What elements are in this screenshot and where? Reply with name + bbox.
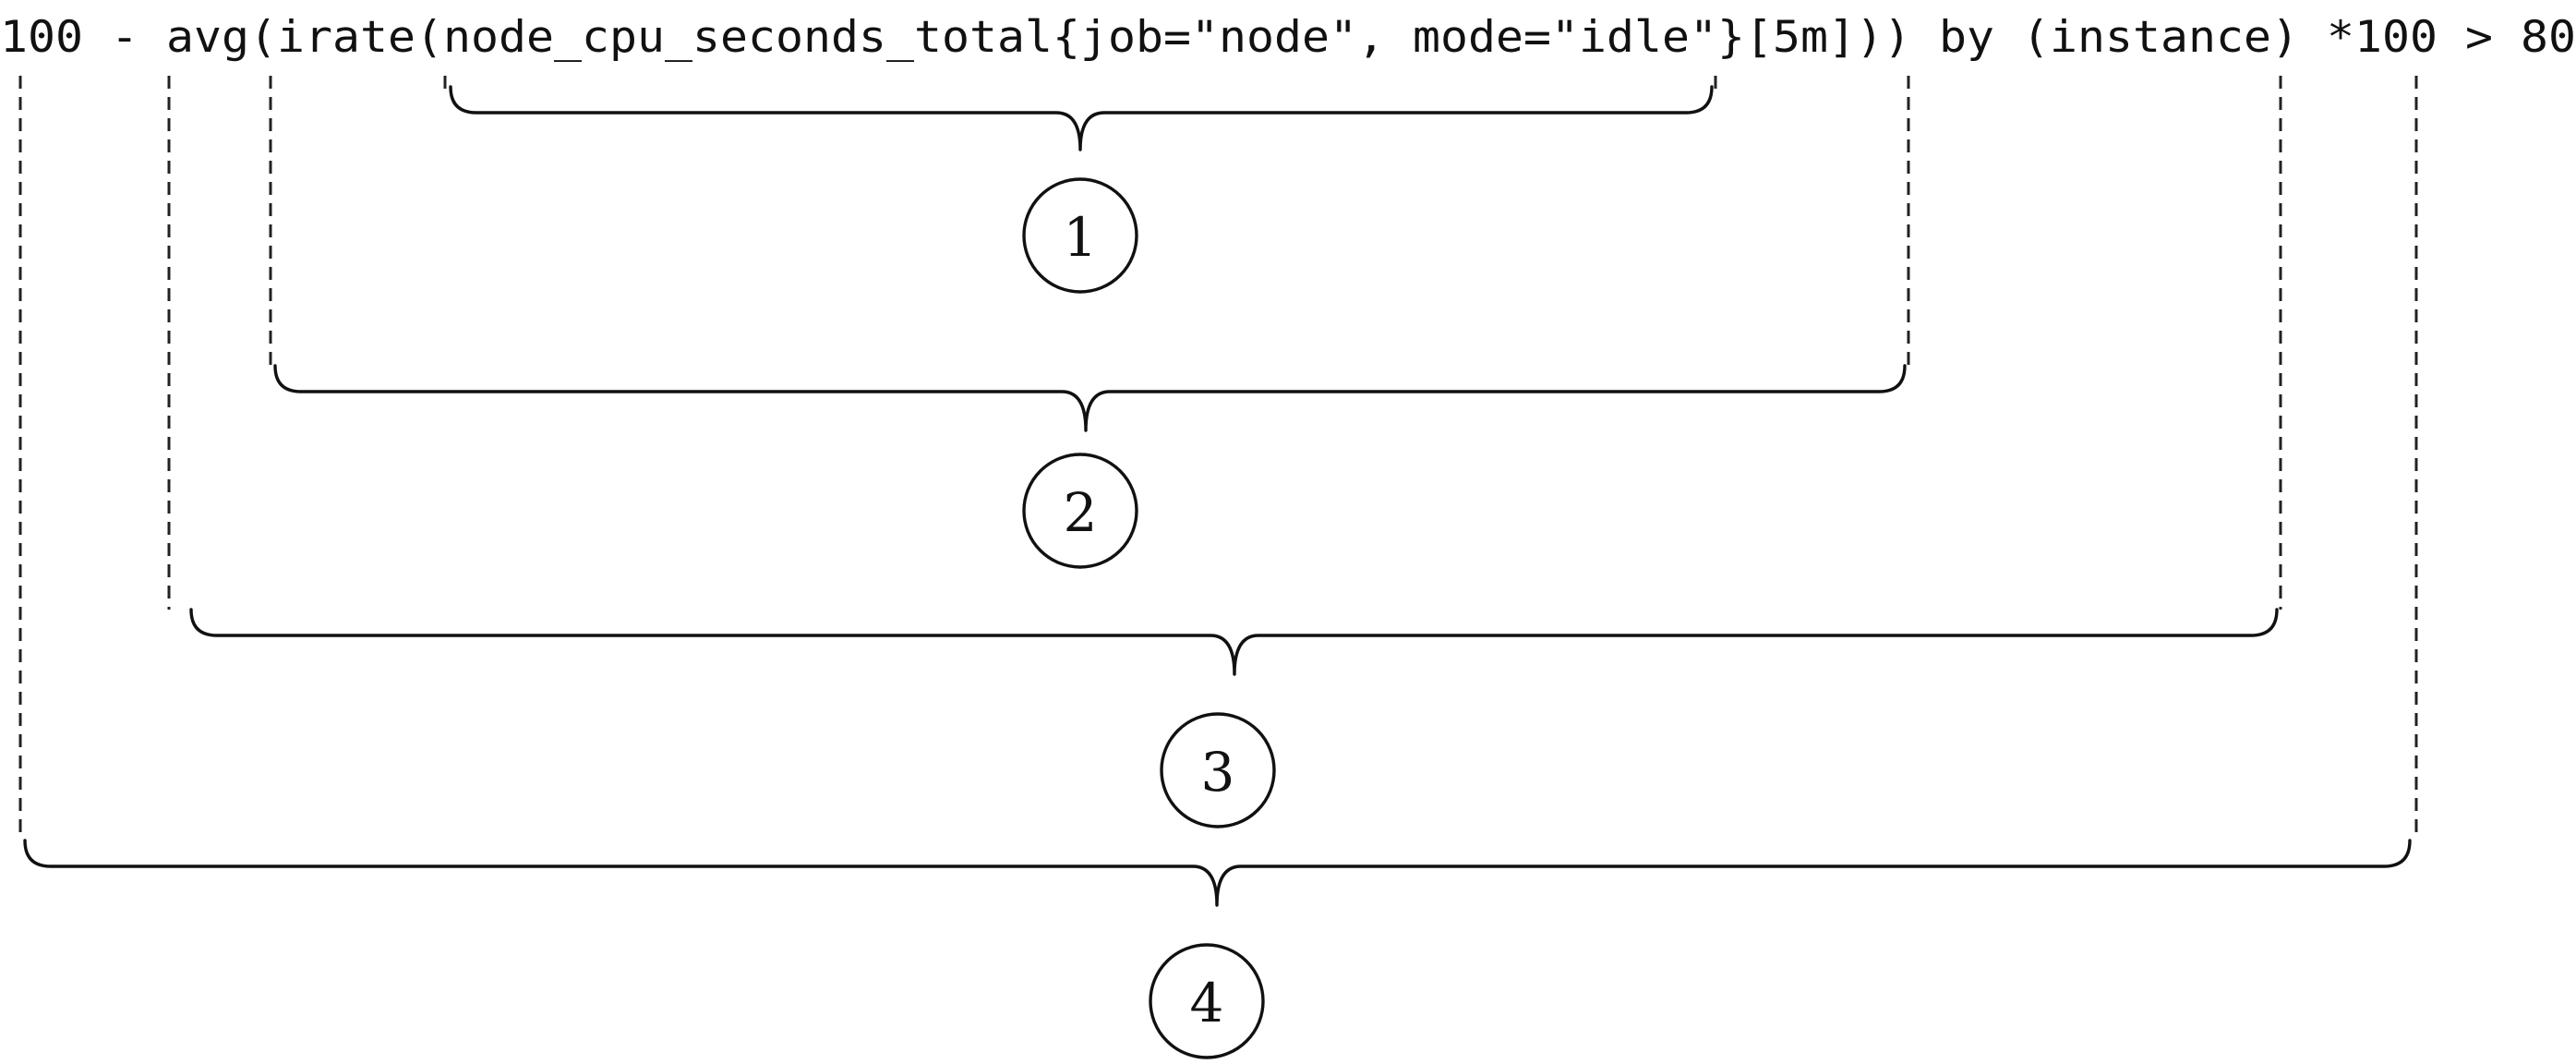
callout-4: 4 xyxy=(1149,943,1265,1059)
callout-4-label: 4 xyxy=(1190,972,1224,1034)
callout-3-circle xyxy=(1160,712,1276,828)
callout-1-circle xyxy=(1022,177,1138,294)
promql-expression: 100 - avg(irate(node_cpu_seconds_total{j… xyxy=(0,12,2576,63)
callout-2: 2 xyxy=(1022,453,1138,569)
callout-1: 1 xyxy=(1022,177,1138,294)
brace-4 xyxy=(23,839,2412,907)
callout-2-label: 2 xyxy=(1064,481,1098,544)
brace-2 xyxy=(273,364,1907,432)
guide-lines xyxy=(18,76,2418,839)
callout-4-circle xyxy=(1149,943,1265,1059)
callout-2-circle xyxy=(1022,453,1138,569)
brace-1 xyxy=(449,85,1714,151)
brace-3 xyxy=(189,608,2279,676)
callout-1-label: 1 xyxy=(1064,206,1098,269)
callout-3-label: 3 xyxy=(1201,741,1235,804)
callout-3: 3 xyxy=(1160,712,1276,828)
